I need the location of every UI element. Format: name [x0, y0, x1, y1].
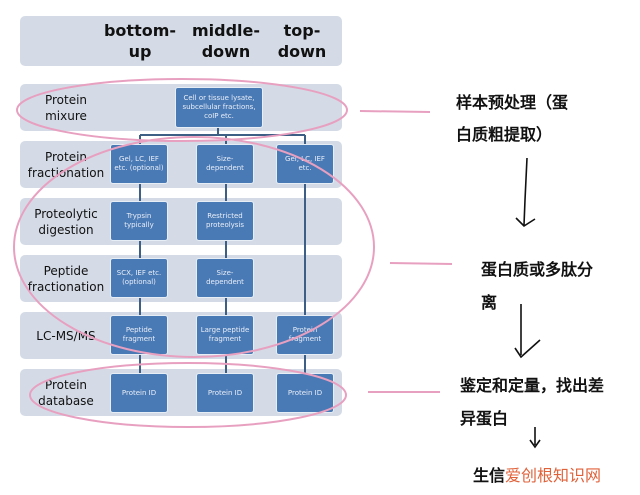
- header-top-down: top- down: [277, 21, 327, 61]
- header-middle-down: middle- down: [191, 21, 261, 61]
- annotation-sample-prep: 样本预处理（蛋: [456, 93, 569, 112]
- box-frac-middle-down: Size-dependent: [196, 144, 254, 184]
- arrow-2: [514, 304, 541, 359]
- box-db-middle-down: Protein ID: [196, 373, 254, 413]
- dash-2: [389, 262, 453, 265]
- annotation-identification-cont: 异蛋白: [460, 409, 509, 428]
- annotation-bioinformatics: 生信爱创根知识网: [473, 462, 601, 486]
- box-pep-bottom-up: SCX, IEF etc. (optional): [110, 258, 168, 298]
- box-frac-bottom-up: Gel, LC, IEF etc. (optional): [110, 144, 168, 184]
- box-ms-bottom-up: Peptide fragment: [110, 315, 168, 355]
- row-label-protein-fractionation: Protein fractionation: [27, 150, 105, 180]
- arrow-1: [515, 157, 536, 228]
- watermark: 爱创根知识网: [505, 466, 602, 485]
- row-label-peptide-fractionation: Peptide fractionation: [27, 264, 105, 294]
- header-bottom-up: bottom- up: [103, 21, 177, 61]
- ellipse-sample-prep: [16, 78, 348, 142]
- box-frac-top-down: Gel, LC, IEF etc.: [276, 144, 334, 184]
- box-mixture: Cell or tissue lysate, subcellular fract…: [175, 87, 263, 128]
- annotation-sample-prep-cont: 白质粗提取）: [456, 125, 553, 144]
- box-ms-middle-down: Large peptide fragment: [196, 315, 254, 355]
- annotation-separation-cont: 离: [481, 293, 498, 312]
- row-band: [20, 255, 342, 302]
- box-dig-middle-down: Restricted proteolysis: [196, 201, 254, 241]
- row-label-proteolytic-digestion: Proteolytic digestion: [34, 207, 98, 237]
- bioinformatics-text: 生信: [473, 466, 506, 485]
- dash-1: [359, 110, 431, 113]
- box-pep-middle-down: Size-dependent: [196, 258, 254, 298]
- ellipse-separation: [13, 136, 375, 358]
- box-db-bottom-up: Protein ID: [110, 373, 168, 413]
- row-label-protein-mixure: Protein mixure: [44, 93, 88, 123]
- box-ms-top-down: Protein fragment: [276, 315, 334, 355]
- arrow-3: [529, 427, 541, 449]
- annotation-separation: 蛋白质或多肽分: [481, 260, 594, 279]
- row-label-protein-database: Protein database: [38, 378, 94, 408]
- row-band: [20, 198, 342, 245]
- box-dig-bottom-up: Trypsin typically: [110, 201, 168, 241]
- header-band: [20, 16, 342, 66]
- annotation-identification: 鉴定和定量，找出差: [460, 376, 605, 395]
- ellipse-identification: [29, 362, 347, 428]
